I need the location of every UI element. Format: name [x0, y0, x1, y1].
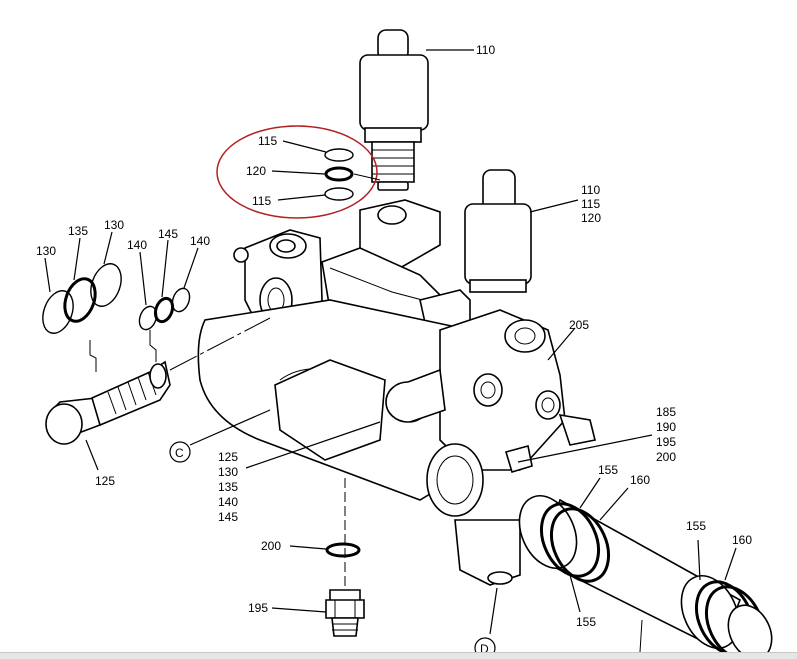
- callout-135-b: 135: [218, 480, 238, 494]
- cartridge-110-right: [464, 169, 532, 293]
- callout-155-a: 155: [598, 463, 618, 477]
- callout-140-b: 140: [190, 234, 210, 248]
- ring-145: [153, 296, 175, 324]
- ring-140-left: [138, 305, 158, 331]
- fitting-195: [325, 589, 365, 637]
- callout-115-lower: 115: [252, 194, 271, 208]
- callout-115-upper: 115: [258, 134, 277, 148]
- cartridge-110-top: [359, 29, 429, 191]
- callout-145-b: 145: [218, 510, 238, 524]
- callout-d: D: [480, 642, 489, 656]
- callout-120: 120: [246, 164, 266, 178]
- callout-200-right: 200: [656, 450, 676, 464]
- ring-140-right: [171, 287, 191, 313]
- callout-200-b: 200: [261, 539, 281, 553]
- callout-205: 205: [569, 318, 589, 332]
- seal-115-lower: [324, 187, 354, 201]
- plug-125: [45, 360, 171, 445]
- callout-130-a: 130: [36, 244, 56, 258]
- valve-body: [197, 199, 596, 586]
- callout-115-right: 115: [581, 197, 600, 211]
- callout-190: 190: [656, 420, 676, 434]
- seal-115-upper: [324, 148, 354, 162]
- callout-120-right: 120: [581, 211, 601, 225]
- ring-130-left: [42, 290, 74, 334]
- callout-140-c: 140: [218, 495, 238, 509]
- seal-200: [325, 542, 361, 558]
- callout-160-a: 160: [630, 473, 650, 487]
- callout-185: 185: [656, 405, 676, 419]
- bottom-edge-bar: [0, 652, 797, 659]
- callout-160-b: 160: [732, 533, 752, 547]
- callout-110-right: 110: [581, 183, 600, 197]
- highlight-ellipse: [216, 125, 378, 219]
- ring-130-mid: [90, 263, 122, 307]
- callout-130-c: 130: [218, 465, 238, 479]
- pipe-assembly: [518, 495, 773, 659]
- callout-c-circle: [169, 441, 191, 463]
- ring-135-left: [63, 277, 97, 323]
- callout-140-a: 140: [127, 238, 147, 252]
- callout-125-a: 125: [95, 474, 115, 488]
- callout-155-b: 155: [686, 519, 706, 533]
- callout-c: C: [175, 446, 184, 460]
- callout-195-right: 195: [656, 435, 676, 449]
- callout-135-a: 135: [68, 224, 88, 238]
- seal-120: [324, 166, 354, 182]
- callout-130-b: 130: [104, 218, 124, 232]
- callout-145-a: 145: [158, 227, 178, 241]
- callout-195-b: 195: [248, 601, 268, 615]
- callout-155-c: 155: [576, 615, 596, 629]
- callout-125-b: 125: [218, 450, 238, 464]
- callout-110-top: 110: [476, 43, 495, 57]
